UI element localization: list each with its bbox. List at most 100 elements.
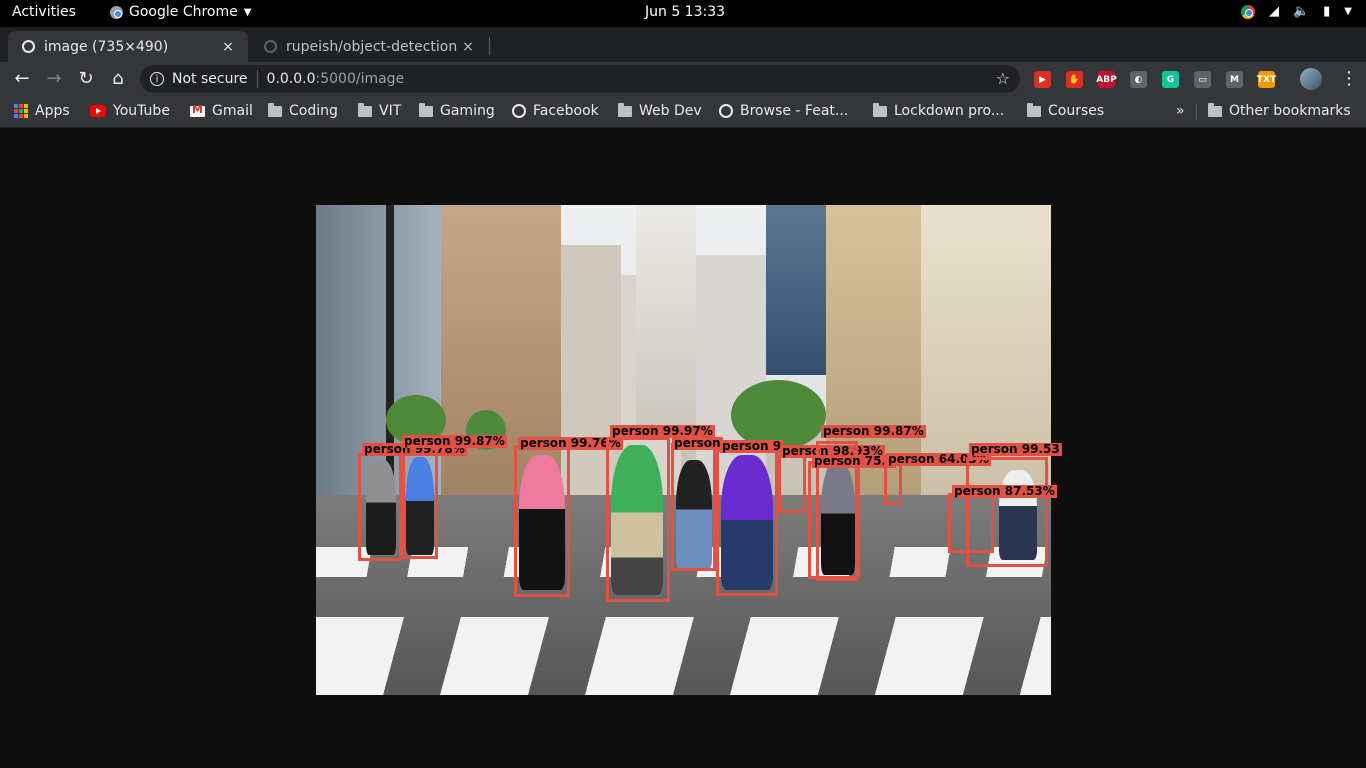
- detection-box: [402, 453, 438, 559]
- bookmark-lockdown-pro[interactable]: Lockdown pro...: [873, 102, 1005, 119]
- detection-result-image: person 99.78%person 99.87%person 99.76%p…: [316, 205, 1062, 695]
- pedestrian: [366, 460, 396, 555]
- folder-icon: [873, 102, 887, 117]
- crosswalk-near: [316, 617, 1051, 695]
- extension-icon[interactable]: ✋: [1066, 71, 1083, 88]
- bookmark-vit[interactable]: VIT: [358, 102, 402, 119]
- activities-button[interactable]: Activities: [12, 4, 76, 20]
- detection-box: [606, 437, 670, 602]
- lamp-pole: [386, 205, 394, 565]
- youtube-icon: [90, 105, 106, 117]
- globe-icon: [512, 104, 526, 118]
- city-hall-tower: [636, 205, 696, 435]
- app-menu[interactable]: Google Chrome ▼: [110, 4, 251, 20]
- tab-github[interactable]: rupeish/object-detection ×: [250, 31, 488, 62]
- bookmark-label: Browse - Feat...: [740, 103, 849, 119]
- info-icon[interactable]: i: [150, 72, 164, 86]
- detection-box: [671, 443, 716, 571]
- bookmark-label: Gaming: [440, 103, 495, 119]
- detection-label: person 99.87%: [821, 424, 926, 438]
- close-tab-button[interactable]: ×: [222, 38, 234, 55]
- forward-button[interactable]: →: [46, 68, 62, 89]
- extension-icon[interactable]: G: [1162, 71, 1179, 88]
- bookmark-apps[interactable]: Apps: [14, 103, 70, 119]
- detection-label: person 64.03%: [886, 452, 991, 466]
- detection-label: person 99.53: [969, 442, 1062, 456]
- extension-icon[interactable]: ABP: [1096, 71, 1117, 88]
- bookmarks-bar: Apps YouTube Gmail Coding VIT Gaming Facebook W…: [0, 96, 1366, 128]
- pedestrian: [721, 455, 773, 590]
- chevron-down-icon: ▼: [243, 6, 252, 18]
- detection-label: person 75.9: [812, 454, 897, 468]
- bookmark-browse-feat[interactable]: Browse - Feat...: [719, 103, 848, 119]
- detection-label: person: [672, 436, 723, 450]
- bookmark-facebook[interactable]: Facebook: [512, 103, 599, 119]
- bookmark-label: Web Dev: [639, 103, 702, 119]
- extension-icon[interactable]: ▭: [1194, 71, 1211, 88]
- loading-icon: [262, 39, 278, 55]
- system-tray[interactable]: ◢ 🔈 ▮ ▼: [1240, 4, 1352, 19]
- chevron-down-icon: ▼: [1344, 6, 1352, 17]
- address-bar[interactable]: i Not secure 0.0.0.0:5000/image ☆: [140, 65, 1020, 93]
- profile-avatar[interactable]: [1300, 68, 1322, 90]
- volume-icon: 🔈: [1292, 4, 1310, 19]
- tree: [731, 380, 826, 450]
- pedestrian: [406, 457, 434, 555]
- detection-box: [948, 493, 994, 553]
- detection-label: person 99.76%: [518, 436, 623, 450]
- globe-icon: [719, 104, 733, 118]
- url-path[interactable]: :5000/image: [315, 71, 405, 87]
- folder-icon: [419, 102, 433, 117]
- folder-icon: [1208, 102, 1222, 117]
- other-bookmarks-label: Other bookmarks: [1229, 103, 1351, 119]
- tab-strip: image (735×490) × rupeish/object-detecti…: [0, 27, 1366, 81]
- pedestrian: [676, 460, 712, 570]
- bookmark-coding[interactable]: Coding: [268, 102, 338, 119]
- bookmark-web-dev[interactable]: Web Dev: [618, 102, 702, 119]
- bookmark-label: Courses: [1048, 103, 1105, 119]
- detection-box: [778, 453, 806, 513]
- bookmark-courses[interactable]: Courses: [1027, 102, 1105, 119]
- detection-box: [716, 449, 778, 596]
- extension-icon[interactable]: ◐: [1130, 71, 1147, 88]
- home-button[interactable]: ⌂: [112, 68, 124, 89]
- tab-title: image (735×490): [44, 38, 169, 55]
- bookmark-label: Lockdown pro...: [894, 103, 1005, 119]
- chrome-tray-icon[interactable]: [1240, 4, 1255, 19]
- chrome-menu-button[interactable]: ⋮: [1340, 68, 1358, 89]
- bookmark-label: Gmail: [212, 103, 253, 119]
- extension-icon[interactable]: TXT: [1257, 71, 1276, 88]
- bookmark-gaming[interactable]: Gaming: [419, 102, 495, 119]
- tab-divider: [489, 37, 490, 55]
- close-tab-button[interactable]: ×: [462, 38, 474, 55]
- extension-icon[interactable]: M: [1226, 71, 1243, 88]
- gmail-icon: [190, 103, 205, 117]
- detection-box: [966, 457, 1048, 567]
- bookmark-star-icon[interactable]: ☆: [995, 69, 1010, 88]
- bookmarks-overflow-button[interactable]: »: [1176, 103, 1185, 119]
- extension-icon[interactable]: ▶: [1034, 71, 1051, 88]
- bookmark-label: Apps: [35, 103, 70, 119]
- detection-label: person 99.87%: [402, 434, 507, 448]
- divider: [1196, 104, 1197, 120]
- corner-building: [921, 205, 1051, 525]
- bookmark-label: VIT: [379, 103, 402, 119]
- pedestrian: [821, 463, 855, 575]
- detection-box: [808, 461, 860, 579]
- back-button[interactable]: ←: [14, 68, 30, 89]
- clock[interactable]: Jun 5 13:33: [645, 4, 726, 20]
- detection-box: [884, 463, 902, 505]
- tab-image[interactable]: image (735×490) ×: [8, 31, 248, 62]
- folder-icon: [358, 102, 372, 117]
- security-status[interactable]: Not secure: [172, 71, 248, 87]
- detection-label: person 9: [720, 439, 784, 453]
- reload-button[interactable]: ↻: [78, 68, 94, 89]
- apps-icon: [14, 104, 28, 118]
- glass-tower: [766, 205, 826, 375]
- bookmark-gmail[interactable]: Gmail: [190, 103, 253, 119]
- other-bookmarks-folder[interactable]: Other bookmarks: [1208, 102, 1351, 119]
- bookmark-youtube[interactable]: YouTube: [90, 103, 170, 119]
- url-host[interactable]: 0.0.0.0: [266, 71, 316, 87]
- system-top-bar: Activities Google Chrome ▼ Jun 5 13:33 ◢…: [0, 0, 1366, 27]
- detection-box: [358, 453, 402, 561]
